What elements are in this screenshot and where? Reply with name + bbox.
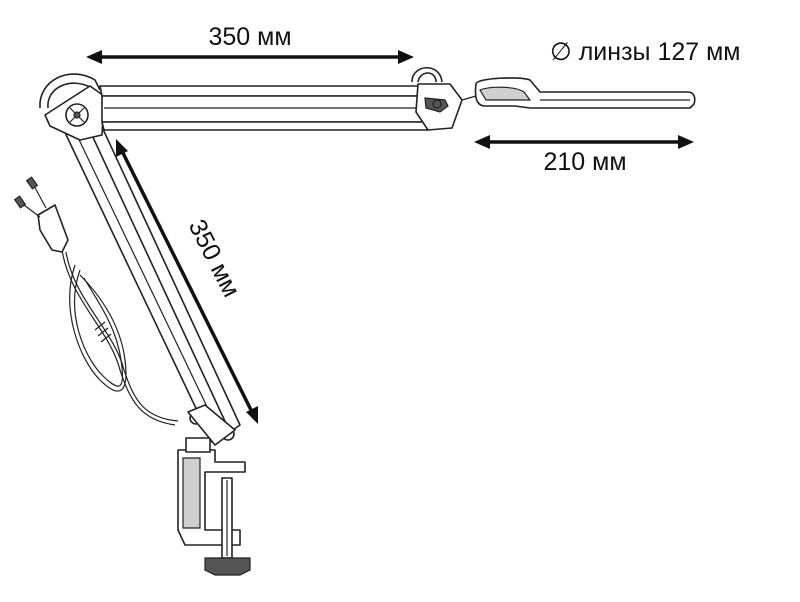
elbow-joint — [39, 73, 105, 141]
lamp-head — [474, 77, 696, 109]
plug-icon — [13, 176, 69, 253]
lower-arm-dimension-arrow — [116, 139, 258, 424]
lower-arm — [59, 111, 241, 446]
lens-diameter-label: ∅ линзы 127 мм — [550, 38, 741, 66]
head-joint — [411, 67, 477, 131]
head-length-label: 210 мм — [543, 148, 626, 176]
upper-arm-length-label: 350 мм — [208, 23, 291, 51]
power-cord — [61, 249, 179, 426]
head-dimension-arrow — [474, 135, 694, 149]
upper-arm — [99, 85, 433, 131]
upper-arm-dimension-arrow — [86, 50, 414, 64]
table-clamp — [177, 437, 251, 576]
